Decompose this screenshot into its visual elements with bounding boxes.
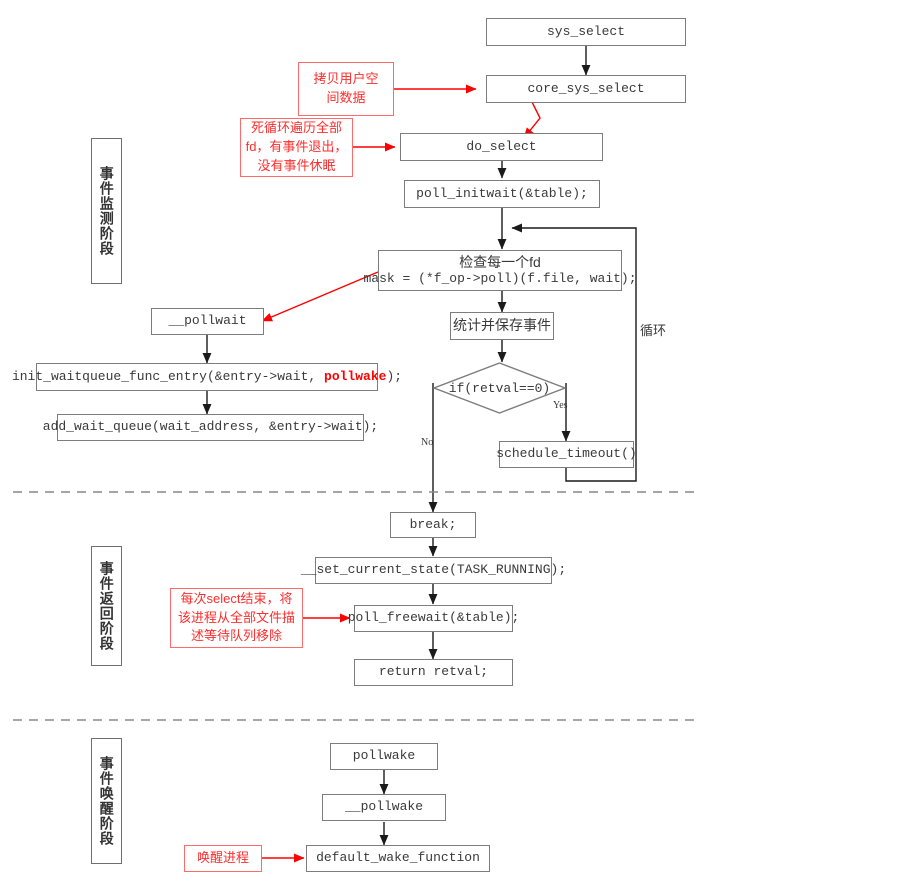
node-set-current-state[interactable]: __set_current_state(TASK_RUNNING);	[301, 557, 566, 584]
node-do-select[interactable]: do_select	[400, 133, 603, 161]
node-init-waitqueue-func-entry[interactable]: init_waitqueue_func_entry(&entry->wait, …	[12, 363, 402, 391]
node-pollwake-inner[interactable]: __pollwake	[322, 794, 446, 821]
node-default-wake-function[interactable]: default_wake_function	[306, 845, 490, 872]
decision-label: if(retval==0)	[448, 380, 551, 396]
check-fd-title: 检查每一个fd	[459, 253, 541, 270]
node-schedule-timeout[interactable]: schedule_timeout()	[496, 441, 637, 468]
node-sys-select[interactable]: sys_select	[486, 18, 686, 46]
init-waitqueue-pollwake: pollwake	[324, 368, 387, 384]
node-break[interactable]: break;	[390, 512, 476, 538]
node-return-retval[interactable]: return retval;	[354, 659, 513, 686]
node-decision-retval[interactable]: if(retval==0)	[432, 362, 567, 414]
edge-label-no: No	[421, 437, 434, 448]
node-add-wait-queue[interactable]: add_wait_queue(wait_address, &entry->wai…	[43, 414, 378, 441]
init-waitqueue-suffix: );	[386, 368, 403, 384]
edge-label-loop: 循环	[640, 323, 667, 338]
node-pollwait[interactable]: __pollwait	[151, 308, 264, 335]
check-fd-code: mask = (*f_op->poll)(f.file, wait);	[363, 271, 637, 287]
phase-label-return: 事件返回阶段	[91, 546, 122, 666]
phase-label-wakeup: 事件唤醒阶段	[91, 738, 122, 864]
node-count-save-events[interactable]: 统计并保存事件	[450, 312, 554, 340]
annotation-remove-from-queue: 每次select结束，将该进程从全部文件描述等待队列移除	[170, 588, 303, 648]
node-pollwake[interactable]: pollwake	[330, 743, 438, 770]
annotation-copy-user-space: 拷贝用户空间数据	[298, 62, 394, 116]
init-waitqueue-prefix: init_waitqueue_func_entry(&entry->wait,	[11, 368, 325, 384]
diamond-shape	[432, 362, 567, 414]
phase-label-monitor: 事件监测阶段	[91, 138, 122, 284]
edge-label-yes: Yes	[553, 400, 568, 411]
node-poll-initwait[interactable]: poll_initwait(&table);	[404, 180, 600, 208]
node-check-each-fd[interactable]: 检查每一个fd mask = (*f_op->poll)(f.file, wai…	[363, 250, 637, 291]
node-poll-freewait[interactable]: poll_freewait(&table);	[348, 605, 519, 632]
annotation-wake-process: 唤醒进程	[184, 845, 262, 872]
node-core-sys-select[interactable]: core_sys_select	[486, 75, 686, 103]
